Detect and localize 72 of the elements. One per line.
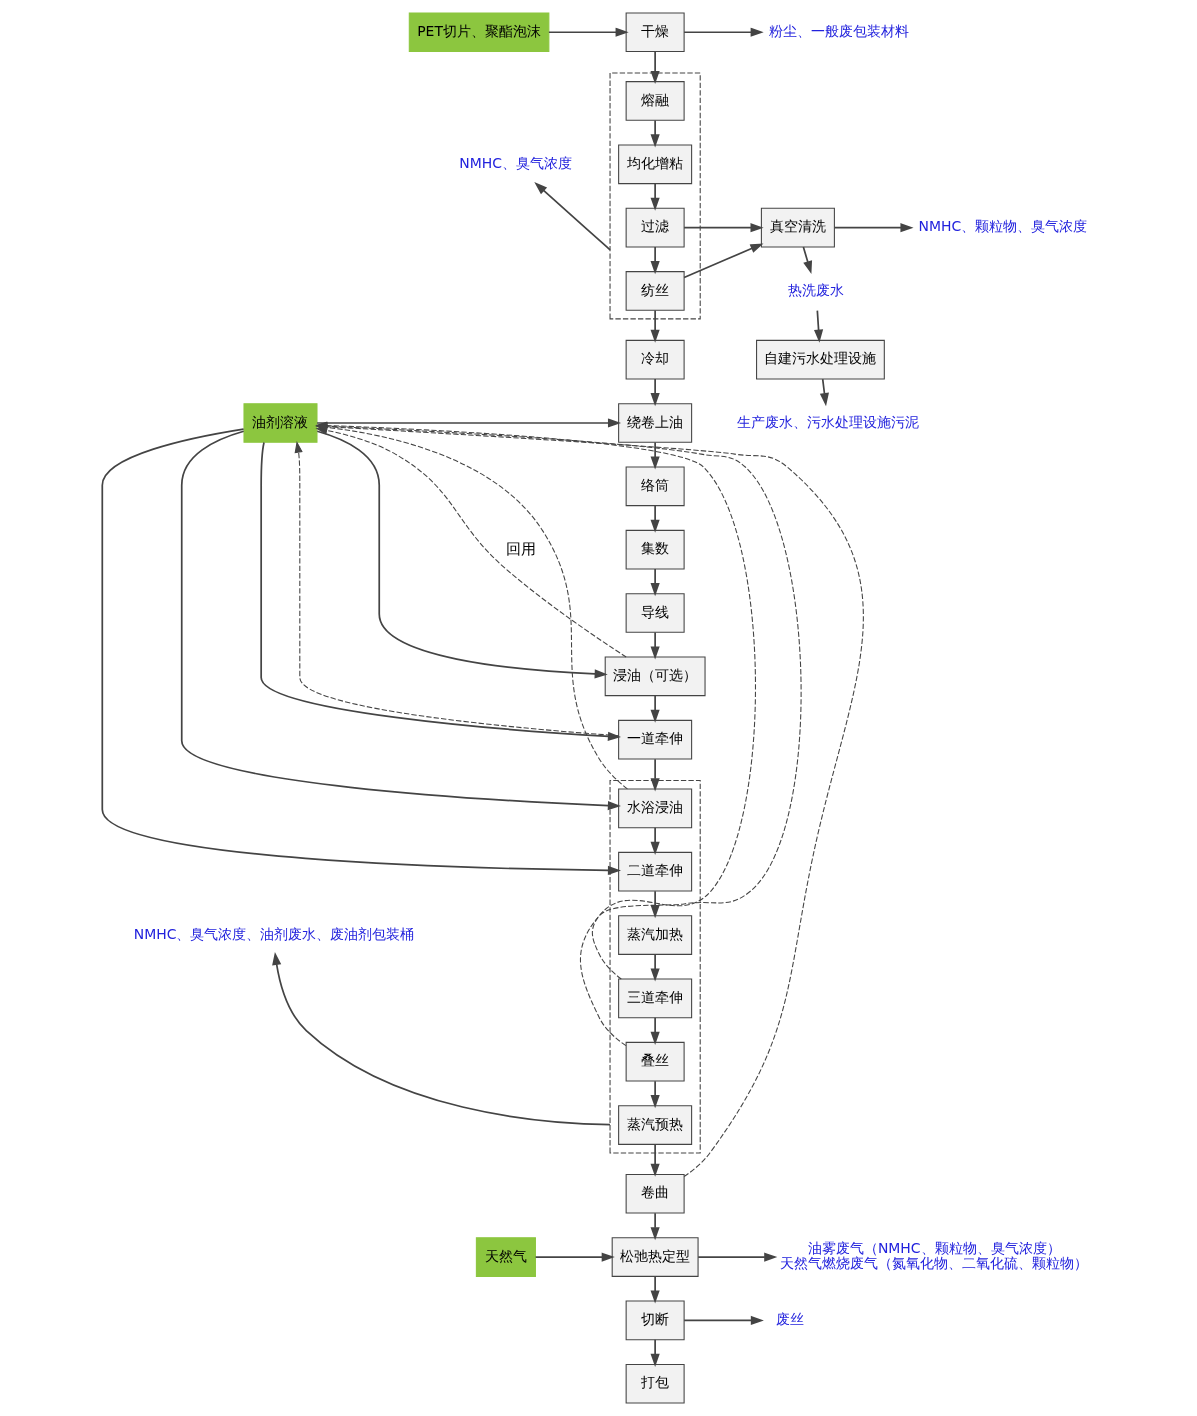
arrow	[650, 246, 660, 275]
node-box: 三道牵伸	[618, 978, 693, 1019]
node-box: 均化增粘	[618, 144, 693, 185]
node-box: 熔融	[625, 81, 685, 121]
node-box: 油剂溶液	[243, 403, 318, 443]
node-box: 集数	[625, 529, 685, 570]
arrow	[650, 1339, 660, 1367]
node-box: 水浴浸油	[618, 788, 693, 829]
arrow	[833, 223, 914, 233]
node-box: 蒸汽预热	[618, 1105, 693, 1145]
arrow	[683, 223, 764, 233]
node-box: 打包	[625, 1363, 685, 1404]
arrow	[683, 1315, 764, 1325]
arrow	[650, 182, 660, 211]
arrow	[814, 309, 824, 343]
arrow	[534, 1252, 615, 1262]
arrow	[650, 568, 660, 597]
node-text: 热洗废水	[788, 281, 845, 298]
arrow	[697, 1252, 778, 1262]
node-box: 卷曲	[625, 1173, 685, 1214]
node-box: 天然气	[475, 1237, 536, 1277]
node-box: 纺丝	[625, 271, 685, 311]
node-box: 导线	[625, 593, 685, 633]
arrow	[548, 27, 629, 37]
node-text: 生产废水、污水处理设施污泥	[736, 413, 919, 430]
node-text: NMHC、臭气浓度、油剂废水、废油剂包装桶	[133, 925, 415, 942]
node-box: 二道牵伸	[618, 851, 693, 892]
arrow	[650, 953, 660, 982]
node-box: 自建污水处理设施	[756, 339, 885, 380]
arrow	[650, 1275, 660, 1304]
arrow	[650, 631, 660, 660]
node-text: 油雾废气（NMHC、颗粒物、臭气浓度） 天然气燃烧废气（氮氧化物、二氧化硫、颗粒物）	[780, 1240, 1089, 1272]
arrow	[650, 1143, 660, 1177]
arrow	[650, 504, 660, 533]
node-box: 一道牵伸	[618, 719, 693, 760]
arrow	[650, 826, 660, 855]
arrow	[650, 1212, 660, 1241]
node-box: 绕卷上油	[618, 403, 693, 443]
node-box: 松弛热定型	[611, 1237, 699, 1277]
arrow	[650, 1016, 660, 1045]
arrow	[534, 182, 611, 251]
arrow	[272, 951, 611, 1126]
node-box: 络筒	[625, 466, 685, 507]
arrow	[650, 309, 660, 343]
node-box: 蒸汽加热	[618, 915, 693, 955]
arrow	[650, 119, 660, 148]
arrow	[650, 694, 660, 723]
node-text: 废丝	[776, 1311, 805, 1328]
node-text: NMHC、臭气浓度	[459, 154, 572, 171]
arrow	[683, 27, 764, 37]
node-box: 过滤	[625, 207, 685, 248]
node-box: 干燥	[625, 12, 685, 53]
arrow	[650, 1080, 660, 1109]
arrow	[650, 441, 660, 470]
edge-label: 回用	[506, 539, 537, 558]
arrow	[316, 430, 608, 679]
arrow	[683, 243, 764, 279]
node-box: 叠丝	[625, 1041, 685, 1082]
node-text: 粉尘、一般废包装材料	[768, 22, 909, 39]
arrow	[650, 758, 660, 792]
node-box: 冷却	[625, 339, 685, 380]
node-box: PET切片、聚酯泡沫	[408, 12, 550, 53]
node-box: 浸油（可选）	[604, 656, 706, 697]
arrow	[650, 890, 660, 919]
node-box: 切断	[625, 1300, 685, 1341]
arrow	[819, 378, 829, 407]
arrow	[180, 430, 621, 811]
node-text: NMHC、颗粒物、臭气浓度	[918, 218, 1088, 235]
arrow	[802, 246, 813, 275]
node-box: 真空清洗	[760, 207, 835, 248]
arrow	[650, 51, 660, 85]
arrow	[650, 378, 660, 407]
